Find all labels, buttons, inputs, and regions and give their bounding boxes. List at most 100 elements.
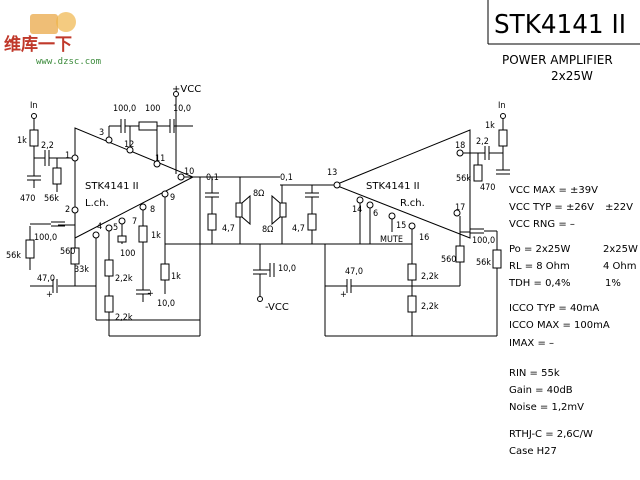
right-input-cap-label: 2,2 (476, 137, 489, 147)
vcc-pos-terminal (173, 91, 179, 97)
right-22k-2-label: 2,2k (421, 302, 439, 312)
spec-icco-typ: ICCO TYP = 40mA (509, 303, 599, 314)
right-input-terminal (500, 113, 506, 119)
spec-vcc-typ: VCC TYP = ±26V (509, 202, 594, 213)
left-cap-10-label: 10,0 (157, 299, 175, 309)
pin-15-node (388, 212, 396, 220)
left-33k-label: 33k (74, 265, 89, 275)
left-amp-label: L.ch. (85, 198, 109, 209)
pin-18-label: 18 (455, 141, 465, 151)
pin-10-label: 10 (184, 167, 194, 177)
spec-po-alt: 2x25W (603, 244, 638, 255)
left-input-label: In (30, 101, 38, 111)
right-feedback-56k-label: 56k (476, 258, 491, 268)
left-input-resistor-label: 1k (17, 136, 27, 146)
title-block: STK4141 II POWER AMPLIFIER 2x25W (487, 0, 640, 83)
right-channel: STK4141 II R.ch. 13 14 6 15 16 18 17 0,1… (262, 101, 510, 337)
pin-1-label: 1 (65, 151, 70, 161)
pin-16-node (408, 222, 416, 230)
left-feedback-560-label: 560 (60, 247, 75, 257)
right-zobel-res-label: 4,7 (292, 224, 305, 234)
pin-12-label: 12 (124, 140, 134, 150)
spec-vcc-typ-alt: ±22V (605, 202, 633, 213)
spec-vcc-rng: VCC RNG = – (509, 219, 575, 230)
right-feedback-cap-label: 100,0 (472, 236, 495, 246)
pin-6-label: 6 (373, 209, 378, 219)
vcc-neg-label: -VCC (265, 302, 289, 313)
pin-3-label: 3 (99, 128, 104, 138)
pin-9-label: 9 (170, 193, 175, 203)
right-470-cap-label: 470 (480, 183, 495, 193)
pin-8-label: 8 (150, 205, 155, 215)
right-input-resistor-label: 1k (485, 121, 495, 131)
right-56k-label: 56k (456, 174, 471, 184)
right-amp-name: STK4141 II (366, 181, 420, 192)
top-cap-10-label: 10,0 (173, 104, 191, 114)
left-speaker (235, 202, 243, 218)
spec-case: Case H27 (509, 446, 557, 457)
pin-17-label: 17 (455, 203, 465, 213)
top-cap-100-label: 100,0 (113, 104, 136, 114)
spec-vcc-max: VCC MAX = ±39V (509, 185, 598, 196)
left-feedback-cap-label: 100,0 (34, 233, 57, 243)
left-cap-47-plus: + (46, 290, 53, 300)
center-network: 10,0 -VCC (165, 243, 412, 313)
pin-7-node (118, 217, 126, 225)
right-amp-triangle (333, 129, 471, 239)
pin-2-node (71, 206, 79, 214)
left-1k-label: 1k (151, 231, 161, 241)
vcc-pos-label: +VCC (172, 84, 201, 95)
spec-rl: RL = 8 Ohm (509, 261, 570, 272)
right-input-label: In (498, 101, 506, 111)
right-speaker (279, 202, 287, 218)
pin-15-label: 15 (396, 221, 406, 231)
spec-thd-alt: 1% (605, 278, 621, 289)
pin-13-node (333, 181, 341, 189)
spec-rth: RTHJ-C = 2,6C/W (509, 429, 593, 440)
left-zobel-cap-label: 0,1 (206, 173, 219, 183)
top-resistor-100-label: 100 (145, 104, 160, 114)
left-zobel-res-label: 4,7 (222, 224, 235, 234)
right-zobel-cap-label: 0,1 (280, 173, 293, 183)
spec-rl-alt: 4 Ohm (603, 261, 637, 272)
left-input-terminal (31, 113, 37, 119)
pin-9-node (161, 190, 169, 198)
left-1k-2-label: 1k (171, 272, 181, 282)
pin-8-node (139, 203, 147, 211)
pin-5-label: 5 (113, 223, 118, 233)
spec-icco-max: ICCO MAX = 100mA (509, 320, 610, 331)
spec-noise: Noise = 1,2mV (509, 402, 584, 413)
spec-gain: Gain = 40dB (509, 385, 573, 396)
left-amp-name: STK4141 II (85, 181, 139, 192)
watermark-logo-text: 维库一下 (4, 34, 72, 55)
right-speaker-label: 8Ω (262, 225, 273, 235)
pin-5-node (105, 224, 113, 232)
spec-table: VCC MAX = ±39V VCC TYP = ±26V ±22V VCC R… (508, 185, 638, 457)
left-feedback-56k-label: 56k (6, 251, 21, 261)
pin-11-label: 11 (155, 154, 165, 164)
right-feedback-560-label: 560 (441, 255, 456, 265)
mute-label: MUTE (380, 235, 403, 245)
spec-rin: RIN = 55k (509, 368, 560, 379)
pin-1-node (71, 154, 79, 162)
pin-14-node (356, 196, 364, 204)
pin-4-node (92, 231, 100, 239)
left-cap-10-plus: + (147, 289, 154, 299)
right-22k-1-label: 2,2k (421, 272, 439, 282)
spec-thd: TDH = 0,4% (508, 278, 570, 289)
pin-4-label: 4 (97, 222, 102, 232)
pin-16-label: 16 (419, 233, 429, 243)
spec-imax: IMAX = – (509, 338, 554, 349)
pin-13-label: 13 (327, 168, 337, 178)
vcc-neg-terminal (257, 296, 263, 302)
pin-14-label: 14 (352, 205, 362, 215)
part-number: STK4141 II (494, 10, 626, 40)
left-input-cap-label: 2,2 (41, 141, 54, 151)
left-channel: STK4141 II L.ch. 1 2 3 12 11 10 9 8 7 5 … (6, 84, 280, 337)
pin-7-label: 7 (132, 217, 137, 227)
watermark-logo: 维库一下 www.dzsc.com (4, 12, 101, 67)
watermark-url: www.dzsc.com (36, 57, 101, 67)
top-resistor-100 (138, 121, 158, 131)
left-speaker-label: 8Ω (253, 189, 264, 199)
